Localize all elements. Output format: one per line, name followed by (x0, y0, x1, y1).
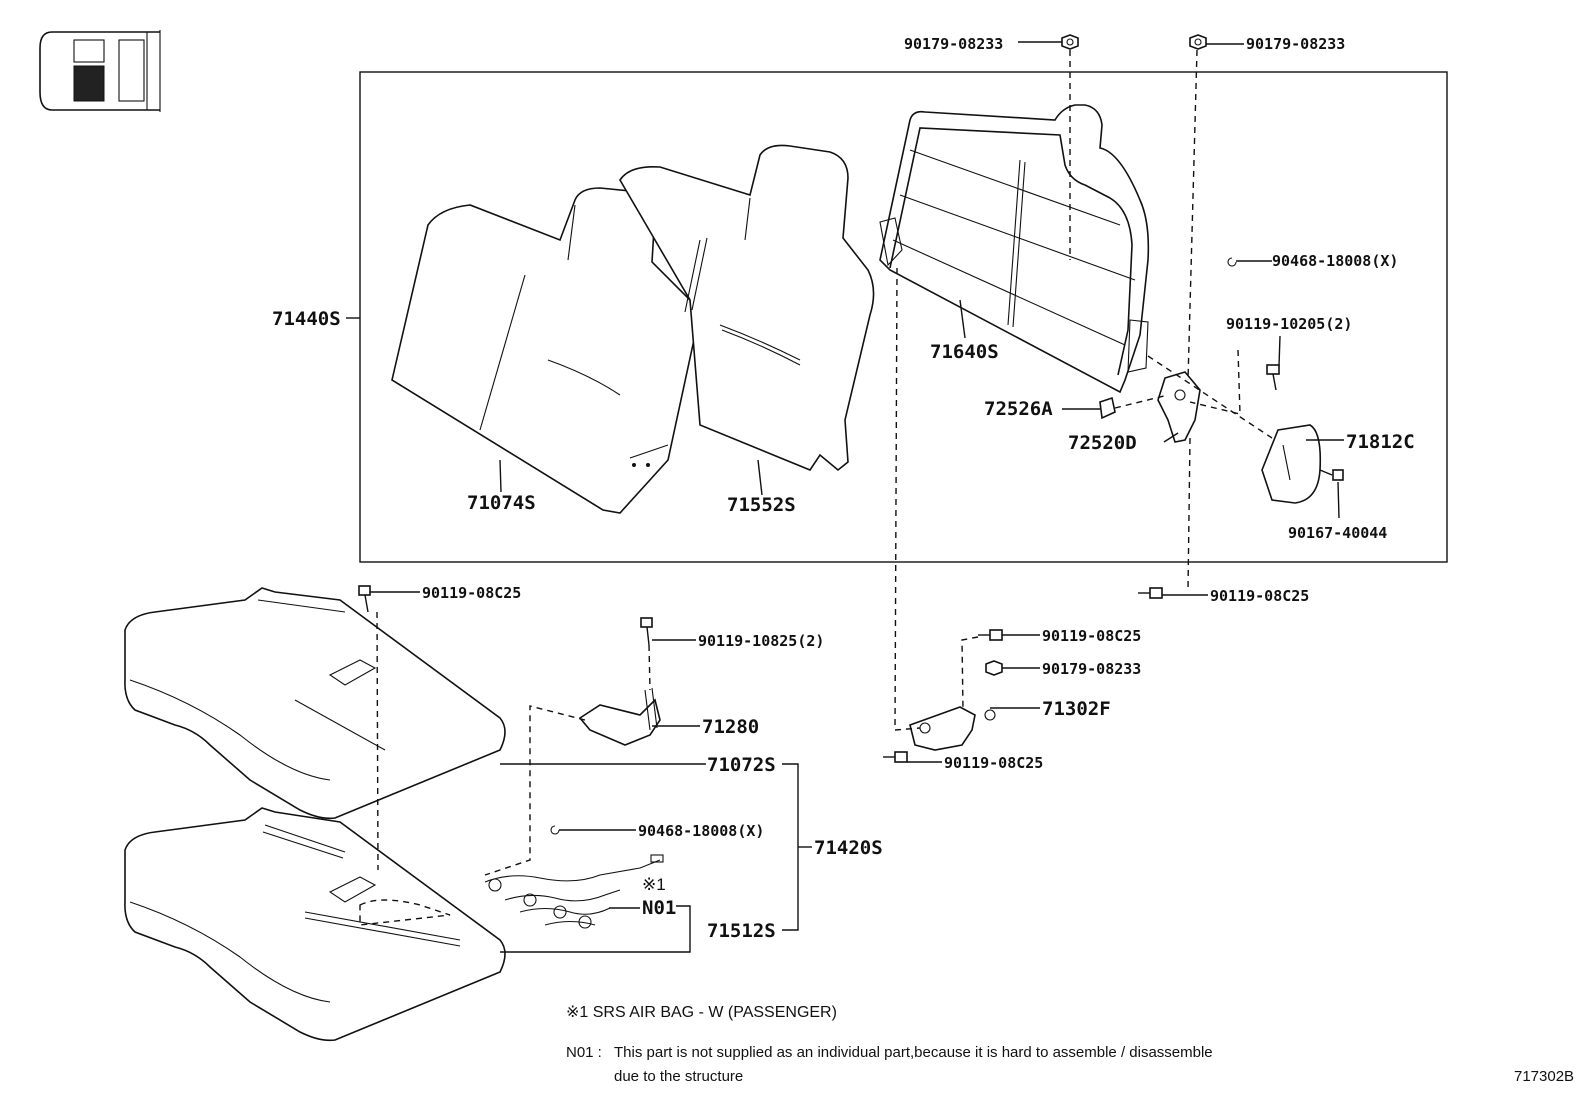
part-label-clip-top: 90468-18008(X) (1272, 252, 1398, 270)
part-label-lock-assy: 72520D (1068, 432, 1137, 454)
bolt-icon (978, 629, 1003, 641)
hinge-bracket-71302f-drawing (909, 706, 996, 751)
seat-back-group-box (359, 71, 1448, 563)
n01-note-line2: due to the structure (614, 1068, 743, 1085)
n01-note-prefix: N01 : (566, 1044, 602, 1061)
part-label-n01: N01 (642, 897, 676, 919)
part-label-bolt-10825: 90119-10825(2) (698, 632, 824, 650)
bracket-71280-drawing (578, 687, 661, 746)
part-label-bracket-71280: 71280 (702, 716, 759, 738)
part-label-cushion-lower: 71512S (707, 920, 776, 942)
part-label-clip-bottom: 90468-18008(X) (638, 822, 764, 840)
part-label-back-assy: 71440S (272, 308, 341, 330)
part-label-hinge-cover: 71812C (1346, 431, 1415, 453)
part-label-screw-40044: 90167-40044 (1288, 524, 1387, 542)
airbag-sensor-harness-drawing (484, 854, 664, 929)
bolt-icon (640, 617, 653, 646)
bolt-icon (358, 585, 371, 613)
seat-back-pad-drawing (619, 144, 875, 472)
footnotes: ※1 SRS AIR BAG - W (PASSENGER) N01 : Thi… (566, 1004, 1574, 1085)
diagram-code: 717302B (1514, 1068, 1574, 1085)
seat-back-cover-drawing (391, 187, 698, 514)
part-label-nut-hinge: 90179-08233 (1042, 660, 1141, 678)
part-label-bolt-10205: 90119-10205(2) (1226, 315, 1352, 333)
seat-lock-drawing (1099, 371, 1201, 443)
seat-back-frame-drawing (879, 104, 1150, 394)
ref-mark-airbag: ※1 (642, 875, 666, 894)
part-label-hinge-71302f: 71302F (1042, 698, 1111, 720)
part-number-labels: 90179-08233 90179-08233 71440S 71640S 90… (272, 35, 1415, 942)
part-label-back-frame: 71640S (930, 341, 999, 363)
part-label-bolt-right-08c25: 90119-08C25 (1210, 587, 1309, 605)
bolt-icon (883, 751, 908, 763)
nut-icon (1061, 34, 1079, 50)
clip-icon (550, 825, 560, 835)
srs-airbag-note: ※1 SRS AIR BAG - W (PASSENGER) (566, 1004, 837, 1021)
part-label-back-pad: 71552S (727, 494, 796, 516)
nut-icon (1189, 34, 1207, 50)
fastener-icons (358, 34, 1344, 835)
clip-icon (1227, 257, 1237, 267)
screw-icon (1319, 469, 1344, 481)
part-label-bolt-left-08c25: 90119-08C25 (422, 584, 521, 602)
part-label-nut-top-right: 90179-08233 (1246, 35, 1345, 53)
part-label-cushion-upper: 71072S (707, 754, 776, 776)
n01-note-line1: This part is not supplied as an individu… (614, 1044, 1213, 1061)
bolt-icon (1266, 364, 1280, 391)
part-label-bolt-hinge-lower: 90119-08C25 (944, 754, 1043, 772)
assembly-lines (376, 49, 1273, 876)
bolt-icon (1138, 587, 1163, 599)
part-label-bolt-hinge-upper: 90119-08C25 (1042, 627, 1141, 645)
part-label-cushion-assy: 71420S (814, 837, 883, 859)
seat-location-indicator (39, 30, 161, 112)
seat-cushion-upper-drawing (124, 587, 506, 820)
part-label-lock-cover: 72526A (984, 398, 1053, 420)
nut-icon (985, 660, 1003, 676)
seat-cushion-lower-drawing (124, 807, 506, 1042)
part-label-back-cover: 71074S (467, 492, 536, 514)
leader-lines (346, 41, 1344, 953)
part-label-nut-top-left: 90179-08233 (904, 35, 1003, 53)
